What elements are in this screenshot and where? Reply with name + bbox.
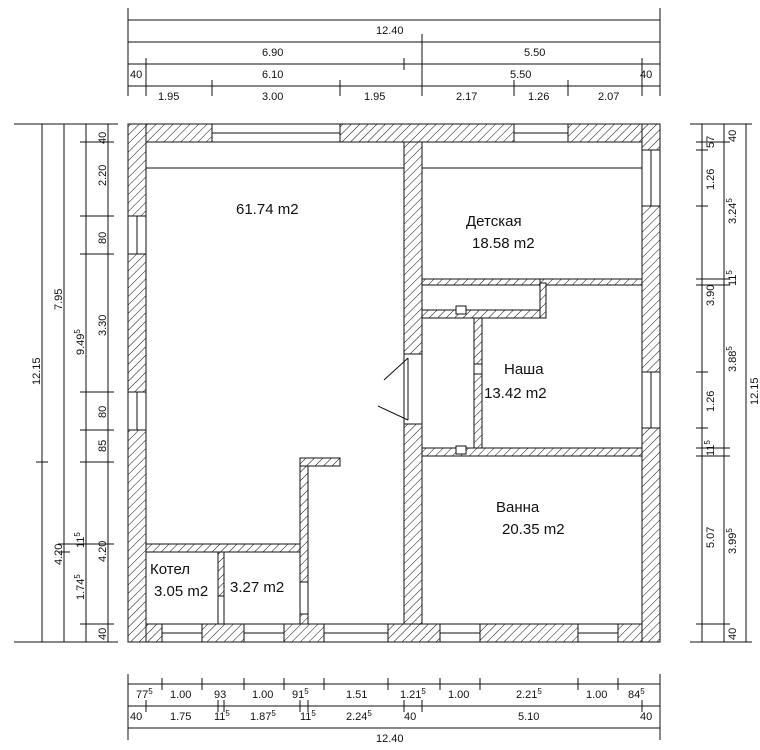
dim-left-total: 12.15 (31, 357, 43, 385)
dim-left-inner-5: 80 (97, 406, 109, 418)
dim-right-i: 115 (725, 270, 739, 286)
dim-right-k: 40 (727, 628, 739, 640)
bot2-dim-5: 115 (300, 709, 316, 723)
left-dimensions: 12.15 7.95 9.495 4.20 1.745 115 40 2.20 … (14, 123, 118, 643)
dim-bottom-total: 12.40 (376, 733, 404, 745)
dim-top-total: 12.40 (376, 25, 404, 37)
dim-right-a2: 40 (727, 130, 739, 142)
bot1-dim-6: 1.51 (346, 689, 367, 701)
bot1-dim-4: 1.00 (252, 689, 273, 701)
dim-left-inner-6: 85 (97, 440, 109, 452)
dim-left-a: 4.20 (53, 544, 65, 565)
dim-top3-b: 6.10 (262, 69, 283, 81)
dim-left-inner-4: 3.30 (97, 315, 109, 336)
room-labels: 61.74 m2 Детская 18.58 m2 Наша 13.42 m2 … (150, 201, 565, 600)
dim-left-inner-2: 2.20 (97, 165, 109, 186)
bot2-dim-2: 1.75 (170, 711, 191, 723)
bot1-dim-1: 775 (136, 687, 153, 701)
dim-right-d: 3.885 (725, 346, 739, 372)
bot2-dim-8: 5.10 (518, 711, 539, 723)
dim-left-inner-3: 80 (97, 232, 109, 244)
dim-right-h: 1.26 (705, 391, 717, 412)
dim-top4-2: 3.00 (262, 91, 283, 103)
room-vanna-name: Ванна (496, 499, 540, 516)
dim-top3-c: 5.50 (510, 69, 531, 81)
doors (217, 305, 483, 625)
dim-right-c: 3.90 (705, 285, 717, 306)
dim-left-inner-8: 40 (97, 628, 109, 640)
dim-right-a1: 57 (705, 136, 717, 148)
bot2-dim-6: 2.245 (346, 709, 372, 723)
bot1-dim-2: 1.00 (170, 689, 191, 701)
room-nasha-name: Наша (504, 361, 544, 378)
dim-left-mid2: 9.495 (73, 329, 87, 355)
bot2-dim-4: 1.875 (250, 709, 276, 723)
room-detskaya-name: Детская (466, 213, 522, 230)
dim-right-b: 3.245 (725, 198, 739, 224)
dim-top4-6: 2.07 (598, 91, 619, 103)
bot2-dim-3: 115 (214, 709, 230, 723)
dim-top3-d: 40 (640, 69, 652, 81)
room-vanna-area: 20.35 m2 (502, 521, 565, 538)
dim-left-inner-1: 40 (97, 132, 109, 144)
dim-right-j: 115 (703, 440, 717, 456)
room-kotel-area: 3.05 m2 (154, 583, 208, 600)
top-dimensions: 12.40 6.90 5.50 40 6.10 5.50 40 1.95 3.0… (127, 8, 661, 103)
dim-top-right: 5.50 (524, 47, 545, 59)
bot1-dim-10: 1.00 (586, 689, 607, 701)
bot2-dim-7: 40 (404, 711, 416, 723)
right-dimensions: 57 40 1.26 3.245 3.90 115 3.885 1.26 115… (690, 123, 760, 643)
dim-left-c: 115 (73, 532, 87, 548)
bot2-dim-1: 40 (130, 711, 142, 723)
dim-top3-a: 40 (130, 69, 142, 81)
bot1-dim-3: 93 (214, 689, 226, 701)
dim-right-g: 1.26 (705, 169, 717, 190)
dim-left-inner-7: 4.20 (97, 541, 109, 562)
dim-right-e: 5.07 (705, 527, 717, 548)
room-detskaya-area: 18.58 m2 (472, 235, 535, 252)
dim-left-mid: 7.95 (53, 289, 65, 310)
bot2-dim-9: 40 (640, 711, 652, 723)
bottom-dimensions: 775 1.00 93 1.00 915 1.51 1.215 1.00 2.215 1.00 84… (127, 674, 661, 745)
dim-top4-4: 2.17 (456, 91, 477, 103)
dim-top4-1: 1.95 (158, 91, 179, 103)
room-small-area: 3.27 m2 (230, 579, 284, 596)
room-main-area: 61.74 m2 (236, 201, 299, 218)
bot1-dim-11: 845 (628, 687, 645, 701)
dim-top4-3: 1.95 (364, 91, 385, 103)
bot1-dim-7: 1.215 (400, 687, 426, 701)
room-kotel-name: Котел (150, 561, 190, 578)
room-nasha-area: 13.42 m2 (484, 385, 547, 402)
dim-top4-5: 1.26 (528, 91, 549, 103)
dim-top-left: 6.90 (262, 47, 283, 59)
dim-right-f: 3.995 (725, 528, 739, 554)
dim-left-b: 1.745 (73, 574, 87, 600)
exterior-walls (127, 123, 661, 643)
interior-walls (145, 141, 643, 625)
windows (127, 123, 661, 643)
bot1-dim-8: 1.00 (448, 689, 469, 701)
bot1-dim-5: 915 (292, 687, 309, 701)
dim-right-total: 12.15 (749, 377, 760, 405)
bot1-dim-9: 2.215 (516, 687, 542, 701)
